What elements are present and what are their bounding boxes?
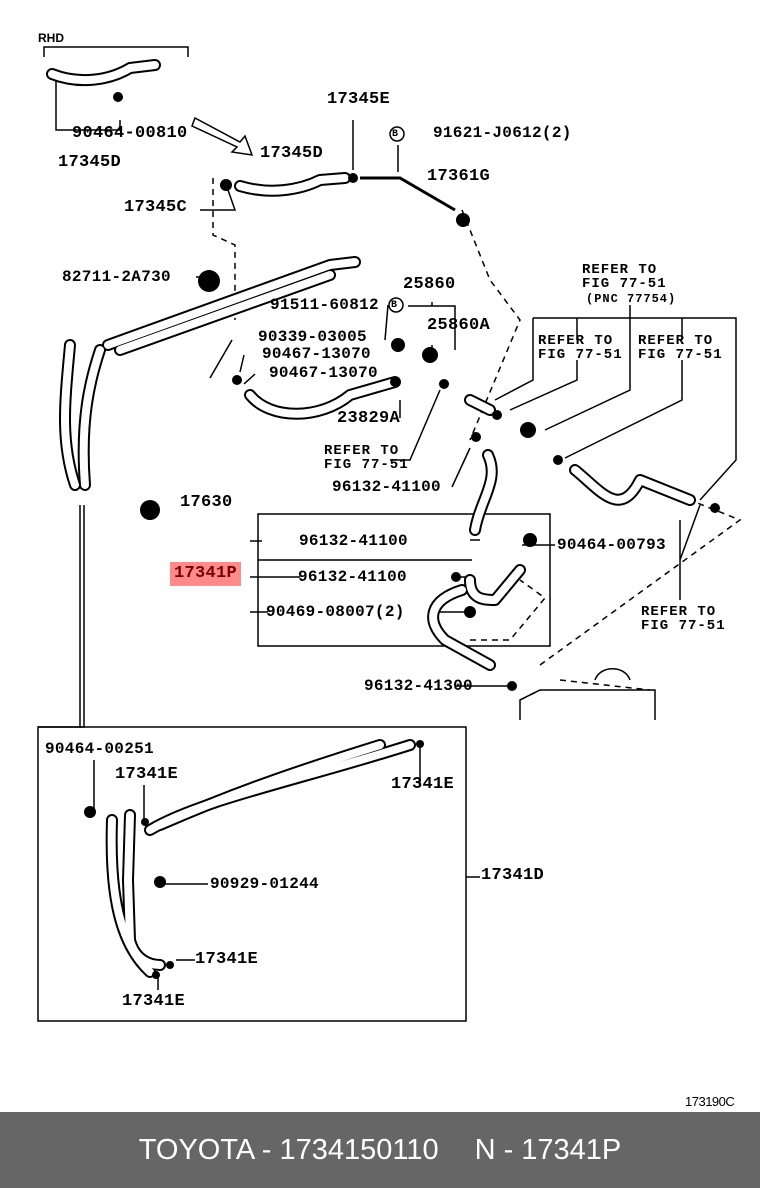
part-label[interactable]: 17345D xyxy=(260,144,324,163)
refer-to-line1: REFER TO xyxy=(324,443,400,459)
part-label[interactable]: 90467-13070 xyxy=(269,364,378,382)
part-label[interactable]: 90464-00810 xyxy=(72,124,188,143)
rhd-label: RHD xyxy=(38,31,64,45)
refer-to-line2[interactable]: FIG 77-51 xyxy=(324,457,409,473)
part-label[interactable]: 90467-13070 xyxy=(262,345,371,363)
rhd-detail-box xyxy=(37,726,467,1022)
parts-illustration xyxy=(37,46,742,1022)
part-label[interactable]: 90469-08007(2) xyxy=(266,603,405,621)
part-label[interactable]: 96132-41100 xyxy=(332,478,441,496)
part-label[interactable]: 17341D xyxy=(481,866,545,885)
part-label[interactable]: 23829A xyxy=(337,409,401,428)
highlighted-part-label[interactable]: 17341P xyxy=(170,562,242,586)
refer-to-line1: REFER TO xyxy=(538,333,614,349)
footer-part-number: TOYOTA - 1734150110 xyxy=(138,1133,439,1166)
part-label[interactable]: 91511-60812 xyxy=(270,296,379,314)
part-label[interactable]: 17345E xyxy=(327,90,391,109)
part-label[interactable]: 96132-41300 xyxy=(364,677,473,695)
part-label[interactable]: 17341E xyxy=(391,775,455,794)
refer-to-line2[interactable]: FIG 77-51 xyxy=(638,347,723,363)
tank-outline xyxy=(519,668,656,720)
part-label[interactable]: 17341E xyxy=(115,765,179,784)
circled-b-icons xyxy=(388,126,405,313)
refer-to-line1: REFER TO xyxy=(641,604,717,620)
part-label[interactable]: 96132-41100 xyxy=(299,532,408,550)
part-label[interactable]: 96132-41100 xyxy=(298,568,407,586)
rhd-bracket xyxy=(43,46,189,57)
part-label[interactable]: 82711-2A730 xyxy=(62,268,171,286)
footer-bar: TOYOTA - 1734150110 N - 17341P xyxy=(0,1112,760,1188)
part-label[interactable]: 17630 xyxy=(180,493,233,512)
part-label[interactable]: 17345C xyxy=(124,198,188,217)
part-label[interactable]: 90464-00251 xyxy=(45,740,154,758)
part-label[interactable]: 90339-03005 xyxy=(258,328,367,346)
refer-to-line2[interactable]: FIG 77-51 xyxy=(582,276,667,292)
circled-b-text: B xyxy=(392,129,399,140)
refer-to-line2[interactable]: FIG 77-51 xyxy=(538,347,623,363)
part-label[interactable]: 90929-01244 xyxy=(210,875,319,893)
refer-to-line1: REFER TO xyxy=(638,333,714,349)
arrow-icon xyxy=(191,116,254,156)
refer-to-line1: REFER TO xyxy=(582,262,658,278)
circled-b-text: B xyxy=(391,300,398,311)
part-label[interactable]: 25860 xyxy=(403,275,456,294)
part-label[interactable]: 17361G xyxy=(427,167,491,186)
leader-lines xyxy=(55,75,555,990)
part-label[interactable]: 17341E xyxy=(195,950,259,969)
part-label[interactable]: 90464-00793 xyxy=(557,536,666,554)
part-label[interactable]: 25860A xyxy=(427,316,491,335)
footer-ref-number: N - 17341P xyxy=(474,1133,622,1166)
part-label[interactable]: 17345D xyxy=(58,153,122,172)
refer-to-pnc: (PNC 77754) xyxy=(586,292,677,306)
refer-to-line2[interactable]: FIG 77-51 xyxy=(641,618,726,634)
illustration-code: 173190C xyxy=(685,1094,735,1109)
kit-box xyxy=(257,513,551,647)
part-label[interactable]: 17341E xyxy=(122,992,186,1011)
clamp-icons xyxy=(84,92,720,979)
refer-leaders xyxy=(494,305,737,600)
dashed-lines xyxy=(212,178,742,701)
part-label[interactable]: 91621-J0612(2) xyxy=(433,124,572,142)
